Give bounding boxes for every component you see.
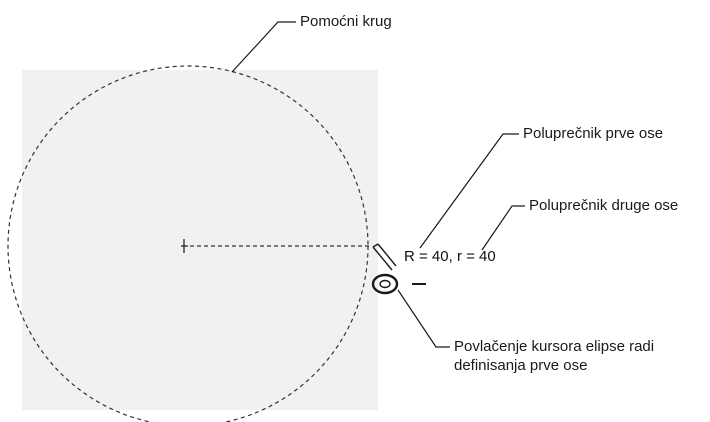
label-drag-cursor: Povlačenje kursora elipse radi definisan… xyxy=(454,337,710,375)
radius-readout: R = 40, r = 40 xyxy=(404,248,496,265)
leader-helper-circle xyxy=(231,21,296,73)
leader-first-axis xyxy=(419,133,519,249)
leader-second-axis xyxy=(481,205,525,251)
label-drag-cursor-line2: definisanja prve ose xyxy=(454,357,588,374)
center-marker-icon xyxy=(181,239,188,253)
label-drag-cursor-line1: Povlačenje kursora elipse radi xyxy=(454,338,655,355)
drawing-area xyxy=(22,70,378,410)
ellipse-cursor-icon xyxy=(371,243,426,295)
label-first-axis-radius: Poluprečnik prve ose xyxy=(523,125,664,142)
label-helper-circle: Pomoćni krug xyxy=(300,13,392,30)
leader-drag-cursor xyxy=(397,289,450,348)
label-second-axis-radius: Poluprečnik druge ose xyxy=(529,197,679,214)
